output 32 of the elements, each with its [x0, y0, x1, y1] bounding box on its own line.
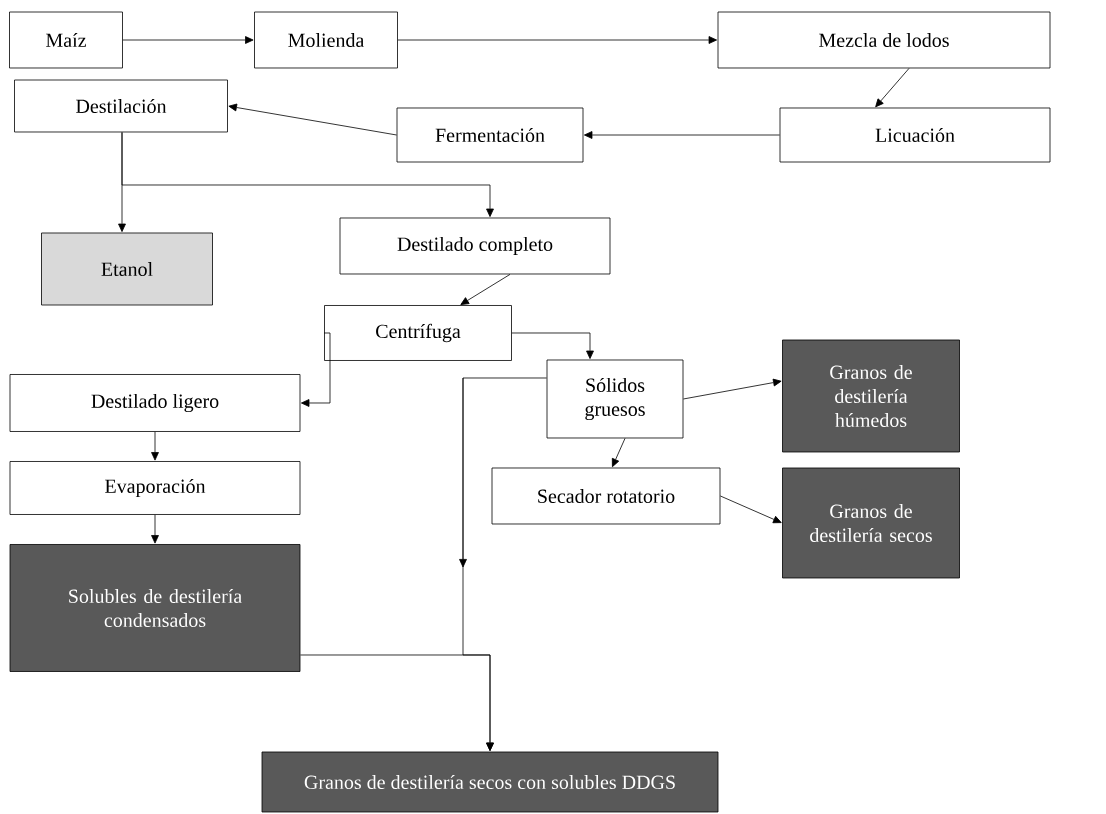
arrow	[584, 131, 780, 139]
arrow	[397, 36, 717, 44]
arrow	[151, 514, 159, 544]
process-box: Destilado completo	[339, 217, 611, 275]
process-box: Maíz	[9, 11, 123, 69]
arrow	[511, 332, 594, 359]
product-box: Granos de destilería secos	[782, 467, 960, 579]
arrow	[683, 378, 782, 400]
process-box: Evaporación	[9, 461, 301, 515]
arrow	[875, 68, 910, 108]
arrow	[151, 431, 159, 461]
process-box: Sólidos gruesos	[546, 359, 684, 439]
process-box: Mezcla de lodos	[717, 11, 1051, 69]
process-box: Centrífuga	[324, 305, 512, 361]
arrow	[611, 438, 626, 468]
process-box: Secador rotatorio	[491, 467, 721, 525]
arrow	[459, 377, 547, 751]
arrow	[122, 36, 254, 44]
product-box: Granos de destilería húmedos	[782, 339, 960, 453]
arrow	[460, 274, 511, 305]
process-box: Molienda	[254, 11, 398, 69]
process-box: Destilación	[14, 79, 228, 133]
arrow	[301, 332, 331, 407]
process-box: Destilado ligero	[9, 374, 301, 432]
product-box: Etanol	[41, 232, 213, 306]
product-box: Granos de destilería secos con solubles DDGS	[261, 751, 719, 813]
product-box: Solubles de destilería condensados	[9, 544, 301, 672]
arrow	[720, 495, 782, 524]
process-box: Fermentación	[396, 107, 584, 163]
arrow	[121, 132, 494, 217]
arrow	[228, 103, 397, 136]
process-box: Licuación	[779, 107, 1051, 163]
